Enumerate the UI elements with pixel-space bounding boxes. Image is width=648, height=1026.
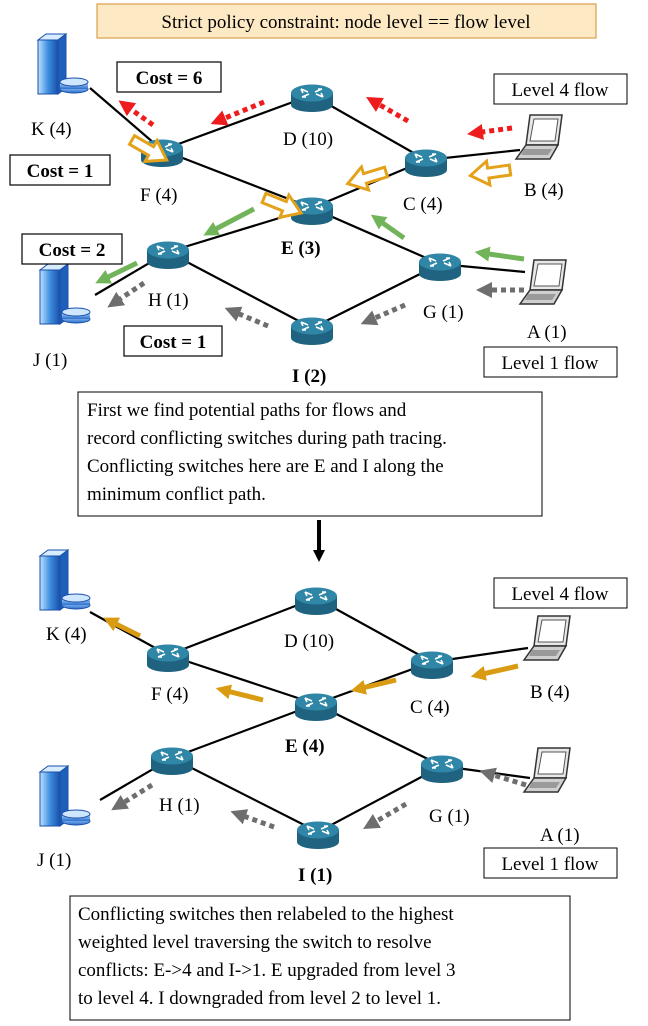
laptop-A [518,259,567,305]
svg-text:Cost = 2: Cost = 2 [39,240,106,261]
explanation-box-2: Conflicting switches then relabeled to t… [69,895,571,1021]
router-I [291,317,333,345]
label-I: I (2) [292,366,326,387]
bottom-level1-flow-label: Level 1 flow [483,847,618,879]
label-E: E (3) [281,238,321,259]
gray-path-arrows-bottom [111,767,527,830]
svg-text:Level 4 flow: Level 4 flow [511,584,608,605]
label-K: K (4) [46,624,87,645]
label-G: G (1) [429,806,470,827]
explanation-2-line-2: weighted level traversing the switch to … [78,932,432,953]
red-path-arrows [118,97,513,140]
explanation-1-line-4: minimum conflict path. [87,484,266,505]
orange-path-arrows [103,617,519,703]
explanation-1-line-1: First we find potential paths for flows … [87,400,407,421]
server-J [38,765,91,827]
label-B: B (4) [530,682,570,703]
label-F: F (4) [140,185,177,206]
green-path-arrows [95,206,525,284]
orange-hollow-arrows [127,133,513,220]
label-H: H (1) [159,795,200,816]
cost-box-gray: Cost = 1 [123,325,223,357]
router-D [291,84,333,112]
explanation-2-line-3: conflicts: E->4 and I->1. E upgraded fro… [78,960,456,981]
cost-box-red: Cost = 6 [116,61,222,93]
svg-text:Level 1 flow: Level 1 flow [501,854,598,875]
explanation-box-1: First we find potential paths for flows … [77,391,543,517]
router-C [411,651,453,679]
svg-text:Cost = 1: Cost = 1 [27,161,94,182]
explanation-2-line-1: Conflicting switches then relabeled to t… [78,904,454,925]
bottom-level4-flow-label: Level 4 flow [493,577,628,609]
label-G: G (1) [423,302,464,323]
label-J: J (1) [37,850,71,871]
cost-box-green: Cost = 2 [21,233,123,265]
explanation-1-line-2: record conflicting switches during path … [87,428,447,449]
server-K [36,33,89,95]
server-K [38,549,91,611]
label-J: J (1) [33,350,67,371]
label-D: D (10) [283,129,333,150]
explanation-2-line-4: to level 4. I downgraded from level 2 to… [78,988,441,1009]
svg-text:Level 4 flow: Level 4 flow [511,80,608,101]
label-H: H (1) [148,290,189,311]
svg-text:Level 1 flow: Level 1 flow [501,353,598,374]
top-level4-flow-label: Level 4 flow [493,73,628,105]
router-F [147,644,189,672]
router-H [147,241,189,269]
policy-banner-text: Strict policy constraint: node level == … [161,12,530,33]
laptop-A [522,747,571,793]
label-B: B (4) [524,180,564,201]
router-G [419,253,461,281]
label-A: A (1) [540,825,580,846]
label-I: I (1) [298,865,332,886]
laptop-B [522,615,571,661]
router-D [295,587,337,615]
top-diagram: Cost = 6 Cost = 1 Cost = 2 Cost = 1 Leve… [9,33,628,387]
label-C: C (4) [403,194,443,215]
label-C: C (4) [410,697,450,718]
laptop-B [514,114,563,160]
gray-path-arrows [107,280,524,329]
router-H [151,747,193,775]
router-C [405,149,447,177]
router-G [421,755,463,783]
router-I [297,821,339,849]
server-J [38,263,91,325]
svg-text:Cost = 6: Cost = 6 [136,68,203,89]
policy-banner: Strict policy constraint: node level == … [96,3,597,39]
explanation-1-line-3: Conflicting switches here are E and I al… [87,456,444,477]
label-F: F (4) [151,684,188,705]
top-level1-flow-label: Level 1 flow [483,346,618,378]
label-K: K (4) [31,119,72,140]
bottom-diagram: Level 4 flow Level 1 flow K (4) F (4) D … [37,549,628,886]
label-E: E (4) [285,736,325,757]
svg-text:Cost = 1: Cost = 1 [140,332,207,353]
label-D: D (10) [284,631,334,652]
cost-box-orange: Cost = 1 [9,154,111,186]
label-A: A (1) [527,322,567,343]
router-E [295,693,337,721]
router-E [291,197,333,225]
